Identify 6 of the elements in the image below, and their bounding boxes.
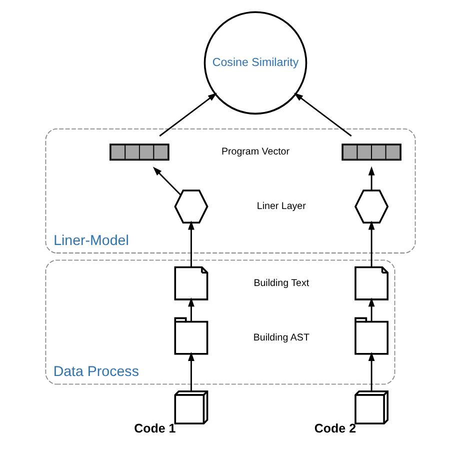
label: Liner Layer	[256, 201, 306, 212]
label: Building AST	[253, 332, 310, 344]
label: Building Text	[254, 278, 310, 289]
label: Program Vector	[221, 146, 290, 158]
node-label: Code 1	[134, 422, 176, 436]
node-label: Code 2	[314, 422, 356, 436]
